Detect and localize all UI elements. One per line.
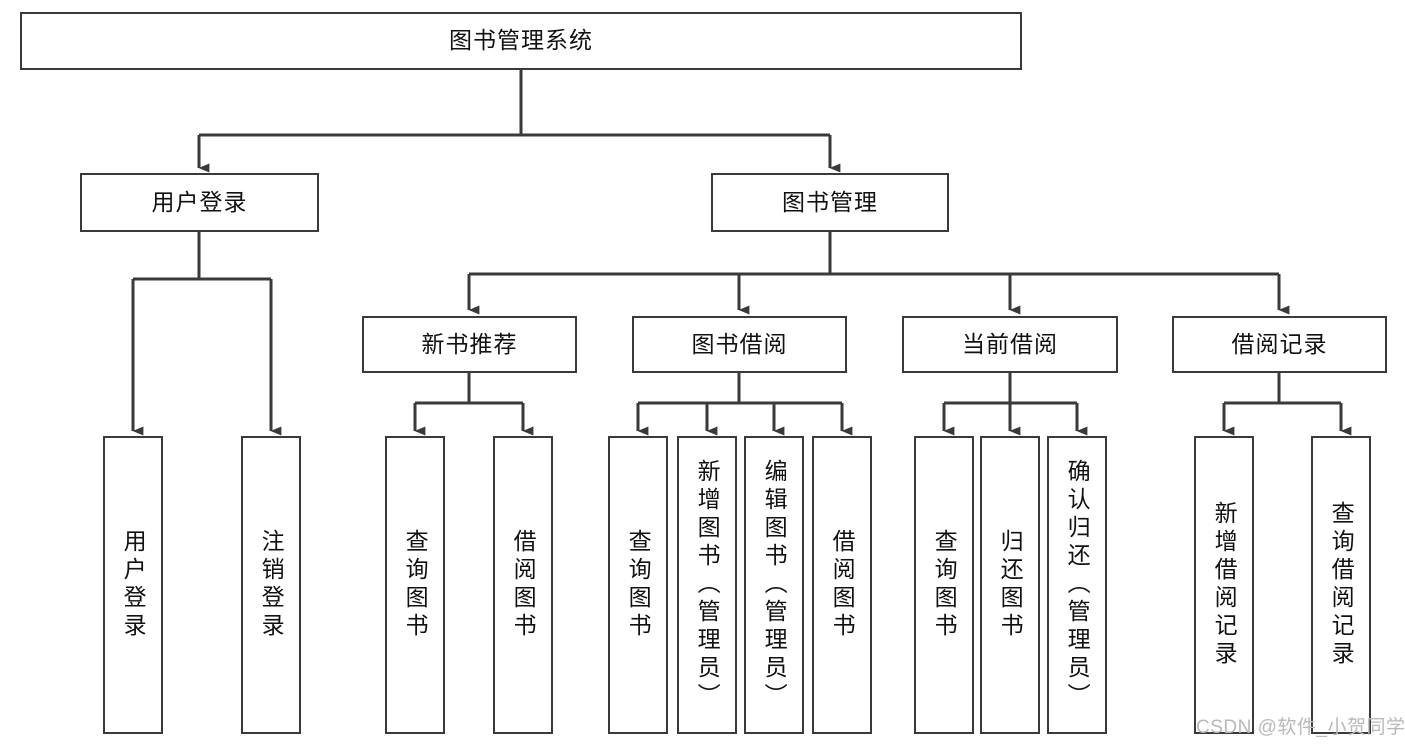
- leaf-borrow-book-2[interactable]: 借阅图书: [812, 436, 872, 734]
- leaf-edit-book-label: 编辑图书（管理员）: [761, 459, 788, 711]
- leaf-add-record[interactable]: 新增借阅记录: [1194, 436, 1254, 734]
- node-book-borrow-label: 图书借阅: [691, 330, 788, 357]
- leaf-query-book-3-label: 查询图书: [931, 529, 958, 641]
- leaf-query-book-1[interactable]: 查询图书: [385, 436, 445, 734]
- node-book-manage-label: 图书管理: [782, 188, 878, 215]
- node-root[interactable]: 图书管理系统: [20, 12, 1022, 70]
- leaf-confirm-return-label: 确认归还（管理员）: [1064, 459, 1091, 711]
- leaf-return-book[interactable]: 归还图书: [980, 436, 1040, 734]
- node-borrow-record[interactable]: 借阅记录: [1172, 316, 1387, 373]
- leaf-user-login[interactable]: 用户登录: [103, 436, 163, 734]
- leaf-borrow-book-2-label: 借阅图书: [829, 529, 856, 641]
- leaf-user-logout[interactable]: 注销登录: [241, 436, 301, 734]
- node-current-borrow-label: 当前借阅: [962, 330, 1058, 357]
- leaf-user-login-label: 用户登录: [120, 529, 147, 641]
- leaf-edit-book[interactable]: 编辑图书（管理员）: [744, 436, 804, 734]
- leaf-confirm-return[interactable]: 确认归还（管理员）: [1047, 436, 1107, 734]
- node-borrow-record-label: 借阅记录: [1231, 330, 1328, 357]
- leaf-borrow-book-1[interactable]: 借阅图书: [493, 436, 553, 734]
- leaf-query-record-label: 查询借阅记录: [1328, 501, 1355, 669]
- leaf-query-record[interactable]: 查询借阅记录: [1311, 436, 1371, 734]
- leaf-query-book-3[interactable]: 查询图书: [914, 436, 974, 734]
- node-user-login[interactable]: 用户登录: [80, 173, 319, 232]
- node-user-login-label: 用户登录: [151, 188, 248, 215]
- leaf-borrow-book-1-label: 借阅图书: [510, 529, 537, 641]
- leaf-query-book-1-label: 查询图书: [402, 529, 429, 641]
- leaf-query-book-2[interactable]: 查询图书: [608, 436, 668, 734]
- node-new-book-rec-label: 新书推荐: [421, 330, 518, 357]
- leaf-return-book-label: 归还图书: [997, 529, 1024, 641]
- leaf-add-record-label: 新增借阅记录: [1211, 501, 1238, 669]
- node-book-borrow[interactable]: 图书借阅: [632, 316, 847, 373]
- leaf-add-book[interactable]: 新增图书（管理员）: [677, 436, 737, 734]
- leaf-user-logout-label: 注销登录: [258, 529, 285, 641]
- node-new-book-rec[interactable]: 新书推荐: [362, 316, 577, 373]
- node-root-label: 图书管理系统: [449, 27, 593, 54]
- node-current-borrow[interactable]: 当前借阅: [902, 316, 1118, 373]
- leaf-add-book-label: 新增图书（管理员）: [694, 459, 721, 711]
- leaf-query-book-2-label: 查询图书: [625, 529, 652, 641]
- node-book-manage[interactable]: 图书管理: [711, 173, 949, 232]
